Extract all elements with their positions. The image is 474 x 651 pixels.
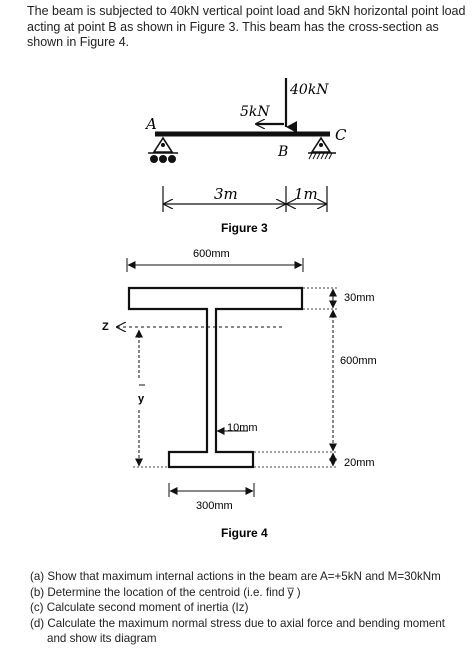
point-a-label: A [144, 115, 157, 133]
intro-paragraph: The beam is subjected to 40kN vertical p… [27, 4, 466, 49]
top-flange-width-label: 600mm [193, 248, 230, 260]
roller-support-a [148, 136, 178, 163]
web-thickness-label: 10mm [227, 422, 258, 434]
figure-3-caption: Figure 3 [221, 221, 268, 235]
span-ab-label: 3m [214, 185, 238, 203]
question-a: (a) Show that maximum internal actions i… [30, 570, 441, 583]
figure-4-caption: Figure 4 [221, 526, 268, 540]
point-b-label: B [277, 144, 288, 160]
point-c-label: C [335, 126, 347, 144]
figure-3: 40kN 5kN A B C [144, 78, 347, 235]
z-axis-label: Z [102, 321, 109, 333]
i-section-outline [127, 286, 304, 469]
bottom-flange-thickness-label: 20mm [344, 457, 375, 469]
pin-support-c [308, 136, 336, 160]
figure-4: 600mm 30mm 600mm 20mm 10mm Z y 300mm Fig… [102, 248, 377, 540]
question-b: (b) Determine the location of the centro… [30, 585, 301, 599]
span-bc-label: 1m [294, 185, 318, 203]
web-height-label: 600mm [340, 355, 377, 367]
bottom-flange-width-label: 300mm [196, 500, 233, 512]
horizontal-load-label: 5kN [240, 104, 270, 120]
span-dimension [162, 186, 328, 212]
y-axis-label: y [138, 393, 145, 405]
vertical-load-label: 40kN [289, 82, 329, 98]
top-flange-thickness-label: 30mm [344, 292, 375, 304]
question-c: (c) Calculate second moment of inertia (… [30, 601, 249, 615]
question-d: (d) Calculate the maximum normal stress … [30, 616, 445, 630]
question-d-continuation: and show its diagram [47, 632, 157, 646]
questions-list: (a) Show that maximum internal actions i… [30, 569, 470, 647]
